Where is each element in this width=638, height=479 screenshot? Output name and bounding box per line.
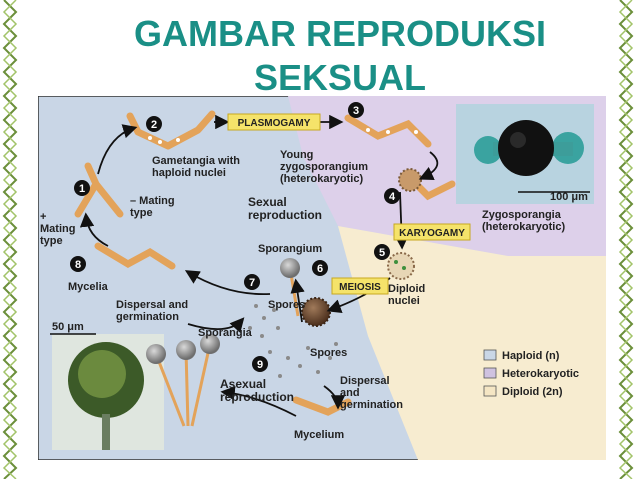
asexual-reproduction-label-line-2: reproduction xyxy=(220,390,294,404)
mycelia-label: Mycelia xyxy=(68,281,109,293)
legend-item-haploid: Haploid (n) xyxy=(483,349,560,362)
legend-label-haploid: Haploid (n) xyxy=(502,350,560,362)
step-badge-5: 5 xyxy=(374,244,390,260)
asexual-reproduction-label-line-1: Asexual xyxy=(220,377,266,391)
zygomycete-life-cycle-diagram: PLASMOGAMY KARYOGAMY MEIOSIS 1 2 3 4 5 6… xyxy=(38,96,606,460)
svg-text:1: 1 xyxy=(79,183,85,195)
step-badge-6: 6 xyxy=(312,260,328,276)
step-badge-1: 1 xyxy=(74,180,90,196)
scale-bar-50-label: 50 μm xyxy=(52,321,84,333)
sporangia-shapes xyxy=(146,258,300,427)
svg-text:2: 2 xyxy=(151,119,157,131)
zygosporangia-label-line-2: (heterokaryotic) xyxy=(482,221,565,233)
plus-mating-type-label-line-1: + xyxy=(40,211,46,223)
legend-label-heterokaryotic: Heterokaryotic xyxy=(502,368,579,380)
mycelium-label: Mycelium xyxy=(294,429,344,441)
meiosis-box: MEIOSIS xyxy=(331,277,389,295)
svg-text:9: 9 xyxy=(257,359,263,371)
dispersal2-label-line-1: Dispersal xyxy=(340,375,390,387)
diploid-nuclei-label-line-2: nuclei xyxy=(388,295,420,307)
meiosis-label: MEIOSIS xyxy=(339,282,381,293)
young-zygosporangium-label-line-1: Young xyxy=(280,149,313,161)
plus-mating-type-label-line-3: type xyxy=(40,235,63,247)
dispersal2-label-line-2: and xyxy=(340,387,360,399)
sporangia-label: Sporangia xyxy=(198,327,253,339)
minus-mating-type-label-line-2: type xyxy=(130,207,153,219)
step-badge-8: 8 xyxy=(70,256,86,272)
sexual-reproduction-label-line-1: Sexual xyxy=(248,195,287,209)
right-decorative-border xyxy=(616,0,638,479)
sexual-reproduction-label-line-2: reproduction xyxy=(248,208,322,222)
sporangium-micrograph xyxy=(52,334,164,450)
page-title-line-1: GAMBAR REPRODUKSI xyxy=(133,13,546,54)
dispersal2-label-line-3: germination xyxy=(340,399,403,411)
legend-label-diploid: Diploid (2n) xyxy=(502,386,563,398)
gametangia-label-line-1: Gametangia with xyxy=(152,155,240,167)
dispersal-germination-label-line-2: germination xyxy=(116,311,179,323)
spores-label-right: Spores xyxy=(310,347,347,359)
step-badge-4: 4 xyxy=(384,188,400,204)
svg-text:7: 7 xyxy=(249,277,255,289)
step-badge-3: 3 xyxy=(348,102,364,118)
step-badge-9: 9 xyxy=(252,356,268,372)
zygosporangia-label-line-1: Zygosporangia xyxy=(482,209,562,221)
spores-label-left: Spores xyxy=(268,299,305,311)
haploid-nuclei xyxy=(148,128,418,144)
zygosporangia-shapes xyxy=(301,168,422,327)
young-zygosporangium-label-line-2: zygosporangium xyxy=(280,161,368,173)
svg-text:4: 4 xyxy=(389,191,396,203)
plasmogamy-box: PLASMOGAMY xyxy=(227,113,321,131)
karyogamy-label: KARYOGAMY xyxy=(399,228,465,239)
legend: Haploid (n) Heterokaryotic Diploid (2n) xyxy=(483,349,579,398)
svg-text:8: 8 xyxy=(75,259,81,271)
karyogamy-box: KARYOGAMY xyxy=(393,223,471,241)
step-badge-2: 2 xyxy=(146,116,162,132)
legend-item-heterokaryotic: Heterokaryotic xyxy=(483,367,579,380)
hyphae xyxy=(74,110,456,416)
diploid-nuclei-label-line-1: Diploid xyxy=(388,283,425,295)
sporangium-label: Sporangium xyxy=(258,243,322,255)
minus-mating-type-label-line-1: – Mating xyxy=(130,195,175,207)
diploid-region xyxy=(338,226,606,460)
svg-text:6: 6 xyxy=(317,263,323,275)
left-decorative-border xyxy=(0,0,22,479)
legend-item-diploid: Diploid (2n) xyxy=(483,385,563,398)
dispersal-germination-label-line-1: Dispersal and xyxy=(116,299,188,311)
plasmogamy-label: PLASMOGAMY xyxy=(238,118,311,129)
spore-dots xyxy=(248,304,338,378)
scale-bar-100-label: 100 μm xyxy=(550,191,588,203)
svg-text:5: 5 xyxy=(379,247,385,259)
svg-text:3: 3 xyxy=(353,105,359,117)
step-badge-7: 7 xyxy=(244,274,260,290)
gametangia-label-line-2: haploid nuclei xyxy=(152,167,226,179)
young-zygosporangium-label-line-3: (heterokaryotic) xyxy=(280,173,363,185)
page-title-line-2: SEKSUAL xyxy=(253,57,427,98)
zygosporangium-micrograph xyxy=(456,104,594,204)
plus-mating-type-label-line-2: Mating xyxy=(40,223,75,235)
